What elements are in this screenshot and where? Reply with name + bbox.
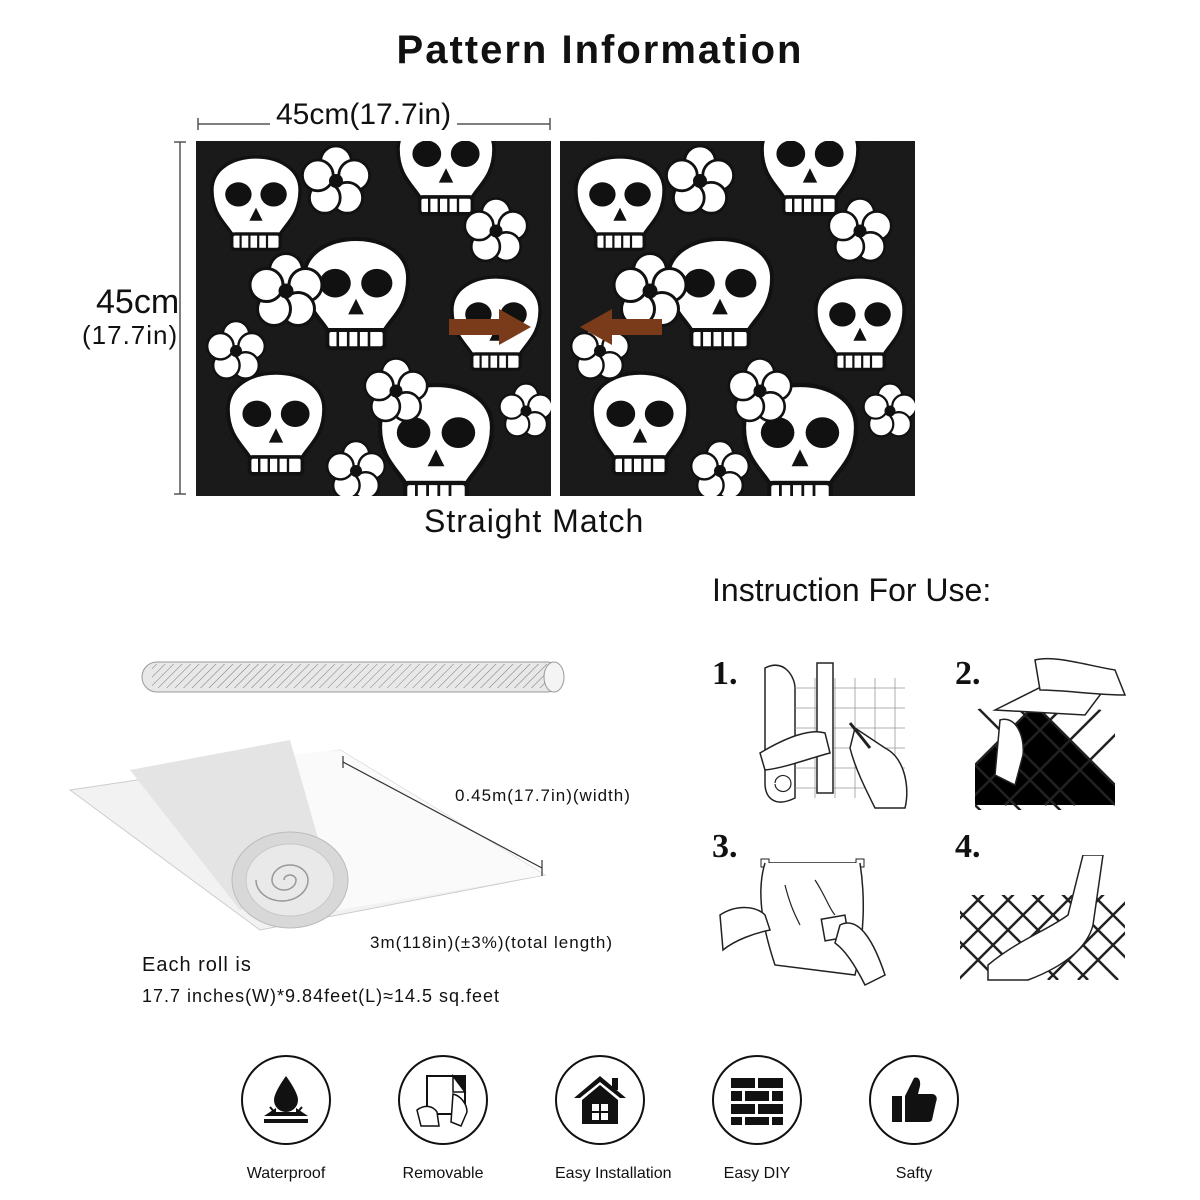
roll-width-spec: 0.45m(17.7in)(width) <box>455 786 631 805</box>
roll-length-spec: 3m(118in)(±3%)(total length) <box>370 933 613 952</box>
each-roll-line1: Each roll is <box>142 954 252 976</box>
feature-label: Easy DIY <box>723 1165 791 1182</box>
step-2-number: 2. <box>955 655 981 692</box>
pattern-tile-right <box>560 141 915 496</box>
water-drop-icon <box>241 1055 331 1145</box>
pattern-height-label-in: (17.7in) <box>82 320 179 350</box>
step-1-measure-cut-icon <box>759 662 908 809</box>
step-4-press-icon <box>960 855 1125 981</box>
step-4-number: 4. <box>955 828 981 865</box>
wallpaper-roll-illustration <box>68 661 565 931</box>
page-title: Pattern Information <box>396 28 804 72</box>
step-2-peel-icon <box>975 657 1127 810</box>
step-3-number: 3. <box>712 828 738 865</box>
thumbs-up-icon <box>869 1055 959 1145</box>
feature-safty: Safty <box>869 1055 959 1183</box>
pattern-tile-left <box>196 141 551 496</box>
each-roll-line2: 17.7 inches(W)*9.84feet(L)≈14.5 sq.feet <box>142 986 501 1006</box>
house-icon <box>555 1055 645 1145</box>
feature-easy-installation: Easy Installation <box>555 1055 672 1183</box>
feature-easy-diy: Easy DIY <box>712 1055 802 1183</box>
instruction-title: Instruction For Use: <box>712 572 992 608</box>
feature-removable: Removable <box>398 1055 488 1183</box>
pattern-width-label: 45cm(17.7in) <box>270 98 458 132</box>
straight-match-label: Straight Match <box>424 503 645 539</box>
feature-label: Waterproof <box>246 1165 326 1182</box>
feature-label: Safty <box>895 1165 933 1182</box>
match-arrow-left <box>580 309 662 345</box>
step-3-hang-smooth-icon <box>719 858 886 987</box>
feature-label: Easy Installation <box>555 1165 672 1182</box>
brick-wall-icon <box>712 1055 802 1145</box>
feature-label: Removable <box>402 1165 484 1182</box>
step-1-number: 1. <box>712 655 738 692</box>
feature-waterproof: Waterproof <box>241 1055 331 1183</box>
match-arrow-right <box>449 309 531 345</box>
pattern-height-label-cm: 45cm <box>96 283 180 321</box>
peel-icon <box>398 1055 488 1145</box>
